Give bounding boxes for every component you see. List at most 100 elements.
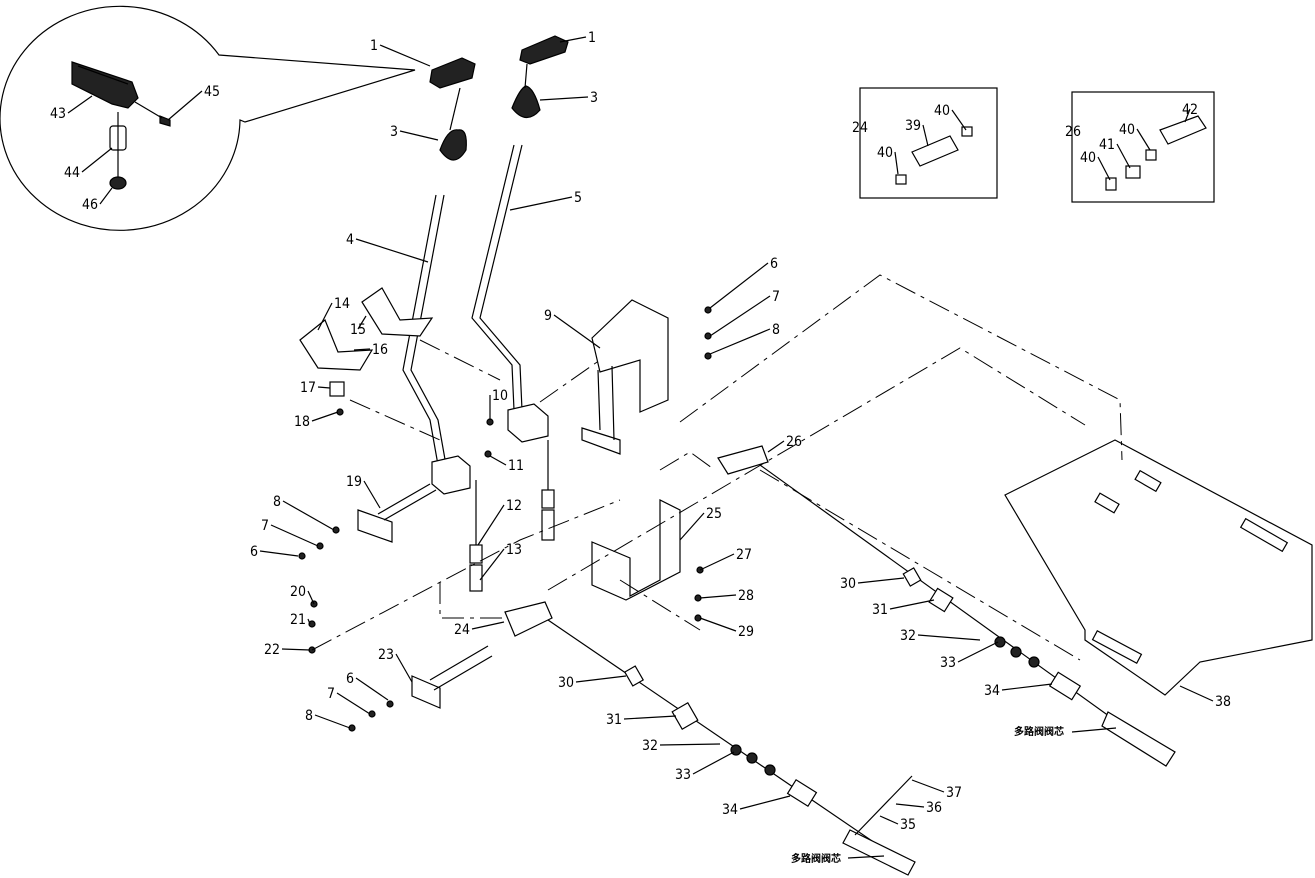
- leader-line-3: [539, 96, 589, 101]
- leader-line-1: [559, 36, 587, 43]
- leader-line-28: [699, 594, 737, 599]
- pedal-pad-right: [519, 35, 569, 65]
- leader-line-31: [623, 715, 677, 720]
- spool-label-lower: 多路阀阀芯: [791, 852, 841, 865]
- leader-line-31: [889, 599, 935, 610]
- leader-line-37: [911, 779, 945, 793]
- leader-line-46: [99, 187, 113, 205]
- leader-line-8: [282, 500, 335, 531]
- leader-line-44: [81, 147, 113, 173]
- callout-34: 34: [984, 683, 1000, 699]
- callout-32: 32: [900, 628, 916, 644]
- leader-line-6: [259, 550, 299, 557]
- callout-29: 29: [738, 624, 754, 640]
- leader-line-32: [659, 743, 721, 746]
- callout-43: 43: [50, 106, 66, 122]
- callout-33: 33: [675, 767, 691, 783]
- callout-36: 36: [926, 800, 942, 816]
- leader-line-11: [489, 455, 507, 466]
- leader-line-9: [553, 314, 601, 349]
- callout-25: 25: [706, 506, 722, 522]
- lever-base-right: [507, 403, 549, 443]
- leader-line-13: [479, 548, 505, 581]
- leader-line-19: [363, 480, 381, 509]
- leader-line-25: [679, 512, 705, 541]
- leader-line-16: [353, 348, 371, 351]
- lever-5: [471, 144, 523, 411]
- callout-23: 23: [378, 647, 394, 663]
- callout-7: 7: [261, 518, 269, 534]
- callout-3: 3: [390, 124, 398, 140]
- callout-1: 1: [370, 38, 378, 54]
- callout-40: 40: [1080, 150, 1096, 166]
- leader-line-4: [355, 238, 429, 263]
- plate-14: [299, 319, 374, 371]
- callout-30: 30: [840, 576, 856, 592]
- callout-32: 32: [642, 738, 658, 754]
- callout-19: 19: [346, 474, 362, 490]
- callout-37: 37: [946, 785, 962, 801]
- leader-line-5: [509, 196, 573, 211]
- leader-line-20: [307, 590, 315, 605]
- leader-line-7: [336, 692, 371, 715]
- callout-8: 8: [273, 494, 281, 510]
- callout-8: 8: [305, 708, 313, 724]
- leader-line-21: [307, 618, 311, 625]
- leader-line-18: [311, 411, 339, 422]
- leader-line-30: [857, 577, 905, 584]
- rubber-boot-left: [439, 129, 467, 161]
- callout-38: 38: [1215, 694, 1231, 710]
- pivot-24: [504, 601, 553, 637]
- leader-line-36: [895, 803, 925, 808]
- callout-26: 26: [786, 434, 802, 450]
- assembly-centerlines: [311, 274, 1123, 661]
- callout-5: 5: [574, 190, 582, 206]
- leader-line-34: [1001, 683, 1053, 691]
- leader-line-27: [699, 553, 735, 571]
- leader-line-40: [951, 109, 967, 131]
- shaft-23: [411, 645, 493, 709]
- detail-pedal-pad: [71, 61, 171, 190]
- callout-40: 40: [1119, 122, 1135, 138]
- cable-assembly-upper: [759, 464, 1176, 767]
- callout-41: 41: [1099, 137, 1115, 153]
- callout-11: 11: [508, 458, 524, 474]
- inset-pivot-24: [859, 87, 998, 199]
- callout-1: 1: [588, 30, 596, 46]
- leader-line-7: [709, 295, 771, 337]
- callout-12: 12: [506, 498, 522, 514]
- floor-plate-38: [1004, 439, 1313, 696]
- leader-line-42: [1184, 108, 1191, 123]
- callout-27: 27: [736, 547, 752, 563]
- callout-7: 7: [772, 289, 780, 305]
- callout-24: 24: [852, 120, 868, 136]
- leader-line-1: [379, 44, 431, 67]
- callout-6: 6: [250, 544, 258, 560]
- callout-22: 22: [264, 642, 280, 658]
- leader-line-35: [879, 815, 899, 825]
- leader-line-30: [575, 675, 627, 683]
- callout-33: 33: [940, 655, 956, 671]
- callout-8: 8: [772, 322, 780, 338]
- leader-line-43: [67, 95, 93, 114]
- leader-line-24: [471, 621, 505, 630]
- callout-14: 14: [334, 296, 350, 312]
- callout-46: 46: [82, 197, 98, 213]
- bracket-9: [581, 299, 669, 455]
- callout-7: 7: [327, 686, 335, 702]
- spool-label-upper: 多路阀阀芯: [1014, 725, 1064, 738]
- bracket-25: [591, 499, 681, 601]
- callout-6: 6: [770, 256, 778, 272]
- callout-39: 39: [905, 118, 921, 134]
- callout-40: 40: [877, 145, 893, 161]
- leader-line-40: [894, 151, 899, 175]
- clip-17: [329, 381, 345, 397]
- leader-line-32: [917, 634, 981, 641]
- leader-line-45: [167, 90, 203, 121]
- cable-assembly-lower: [547, 619, 916, 876]
- callout-3: 3: [590, 90, 598, 106]
- rubber-boot-right: [511, 85, 541, 119]
